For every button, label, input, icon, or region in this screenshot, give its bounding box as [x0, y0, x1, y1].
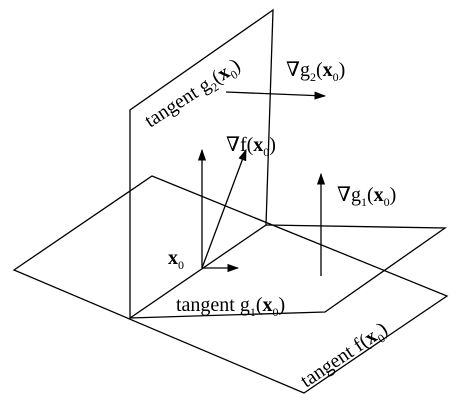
grad-f-arrow	[201, 148, 247, 269]
grad-g2-arrow	[225, 91, 327, 100]
grad-f-label: ∇f(x0)	[226, 134, 276, 159]
tangent-f-plane	[12, 175, 449, 394]
tangent-g2-plane	[129, 8, 274, 320]
grad-g1-label: ∇g1(x0)	[337, 184, 396, 209]
grad-g2-label: ∇g2(x0)	[286, 59, 345, 84]
tangent-g1-plane	[129, 224, 448, 319]
tangent-g1-label: tangent g1(x0)	[176, 294, 285, 319]
x0-label: x0	[168, 247, 184, 272]
tangent-f-label: tangent f(x0)	[296, 318, 393, 395]
